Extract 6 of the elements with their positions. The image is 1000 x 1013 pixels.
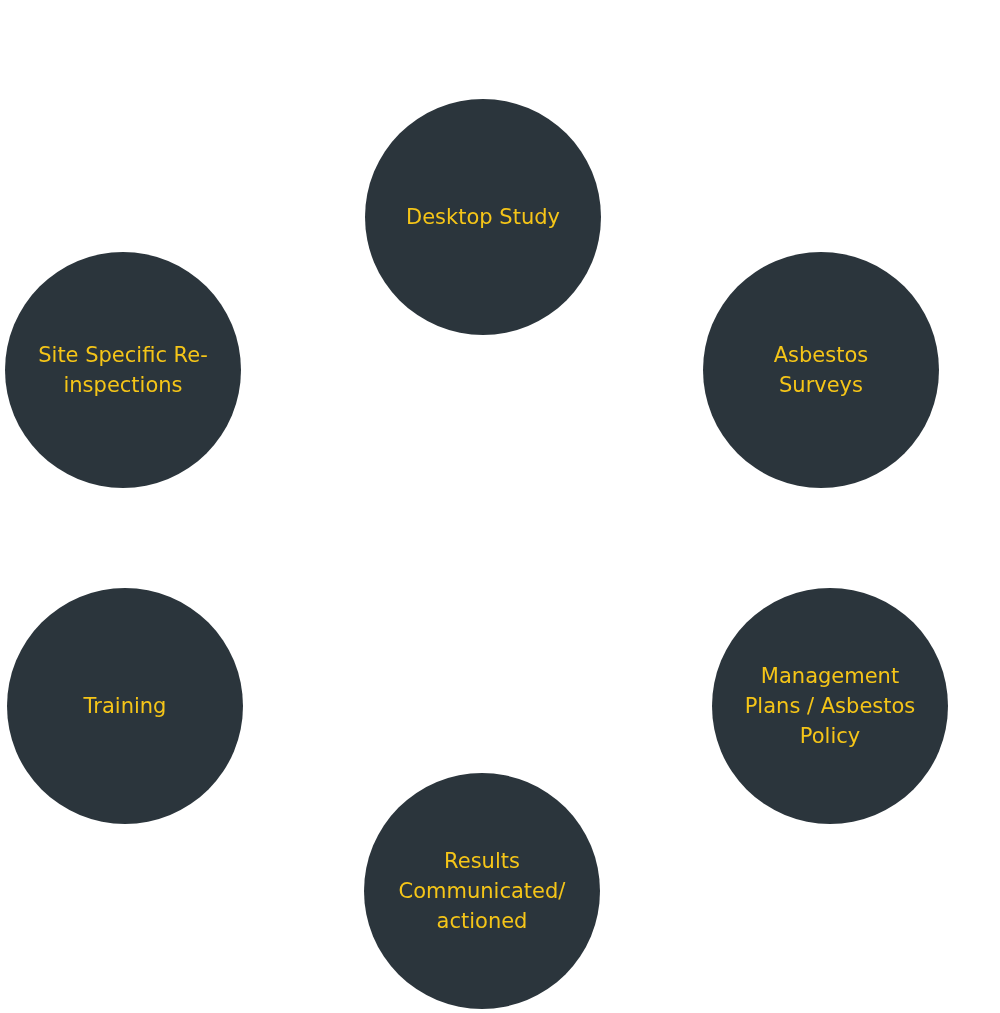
node-label: Site Specific Re-inspections xyxy=(37,342,209,399)
node-label: Training xyxy=(83,693,167,720)
node-label: Results Communicated/ actioned xyxy=(397,848,567,935)
node-label: Management Plans / Asbestos Policy xyxy=(743,663,917,750)
node-label: Asbestos Surveys xyxy=(772,342,870,399)
node-label: Desktop Study xyxy=(406,204,560,231)
